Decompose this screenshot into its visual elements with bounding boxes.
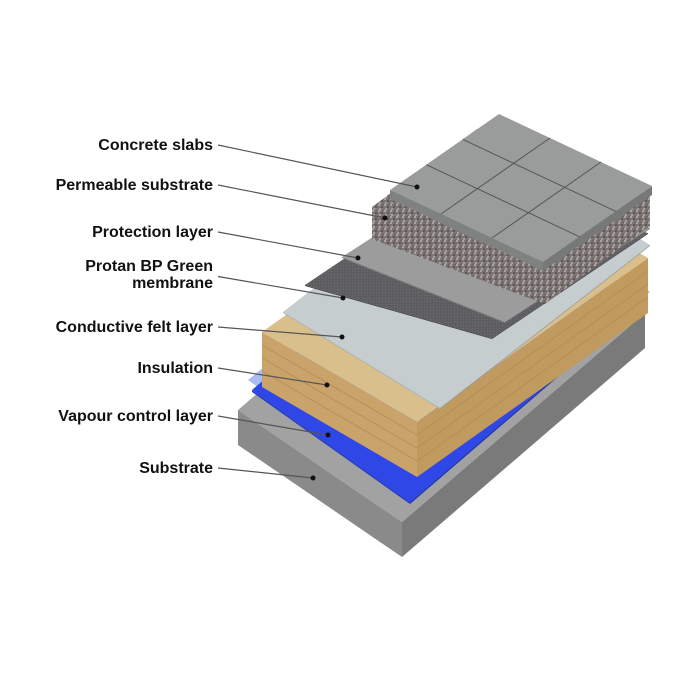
leader-dot-insulation <box>324 382 330 388</box>
label-line: Substrate <box>139 460 213 477</box>
label-line: Conductive felt layer <box>56 319 213 336</box>
leader-line-substrate <box>217 467 314 479</box>
slabs-left-face <box>390 190 543 271</box>
slabs-top-face <box>390 114 652 262</box>
label-line: Permeable substrate <box>56 177 214 194</box>
insulation-left-face <box>262 332 417 477</box>
felt-right-face <box>440 245 650 409</box>
slabs-right-face <box>543 186 652 271</box>
leader-dot-membrane <box>340 295 346 301</box>
label-line: Protan BP Green <box>85 258 213 275</box>
felt-left-face <box>283 312 440 409</box>
gravel-left-face <box>372 207 545 304</box>
insulation-right-face <box>417 258 648 477</box>
protection-left-face <box>342 257 505 323</box>
leader-line-protection-layer <box>217 231 359 259</box>
membrane-left-face <box>305 285 492 339</box>
insulation-grain <box>261 270 649 436</box>
leader-dot-conductive-felt-layer <box>339 334 345 340</box>
label-concrete-slabs: Concrete slabs <box>98 137 213 154</box>
leader-line-vapour-control-layer <box>217 415 329 436</box>
leader-dot-protection-layer <box>355 255 361 261</box>
slabs-layer <box>390 114 652 271</box>
gravel-right-face <box>545 194 650 304</box>
label-line: membrane <box>132 275 213 292</box>
label-line: Concrete slabs <box>98 137 213 154</box>
label-insulation: Insulation <box>137 360 213 377</box>
label-vapour-control-layer: Vapour control layer <box>58 408 213 425</box>
label-substrate: Substrate <box>139 460 213 477</box>
slab-joint <box>491 161 602 239</box>
slab-joint <box>426 164 580 238</box>
leader-dot-concrete-slabs <box>414 184 420 190</box>
slab-joint <box>440 137 551 215</box>
leader-line-concrete-slabs <box>217 144 418 188</box>
substrate-right-face <box>402 313 645 557</box>
membrane-right-face <box>492 233 648 339</box>
substrate-left-face <box>238 410 402 557</box>
leader-dot-vapour-control-layer <box>325 432 331 438</box>
leader-dot-permeable-substrate <box>382 215 388 221</box>
leader-line-permeable-substrate <box>217 184 386 219</box>
insulation-grain <box>261 296 649 462</box>
vapour-left-face <box>252 390 410 504</box>
slab-joint <box>462 138 616 212</box>
leader-dot-substrate <box>310 475 316 481</box>
label-line: Protection layer <box>92 224 213 241</box>
label-conductive-felt-layer: Conductive felt layer <box>56 319 213 336</box>
leader-line-membrane <box>217 275 344 299</box>
insulation-grain <box>261 283 649 449</box>
label-line: Insulation <box>137 360 213 377</box>
leader-line-insulation <box>217 367 328 386</box>
leader-line-conductive-felt-layer <box>217 326 343 338</box>
label-permeable-substrate: Permeable substrate <box>56 177 214 194</box>
label-protection-layer: Protection layer <box>92 224 213 241</box>
label-line: Vapour control layer <box>58 408 213 425</box>
